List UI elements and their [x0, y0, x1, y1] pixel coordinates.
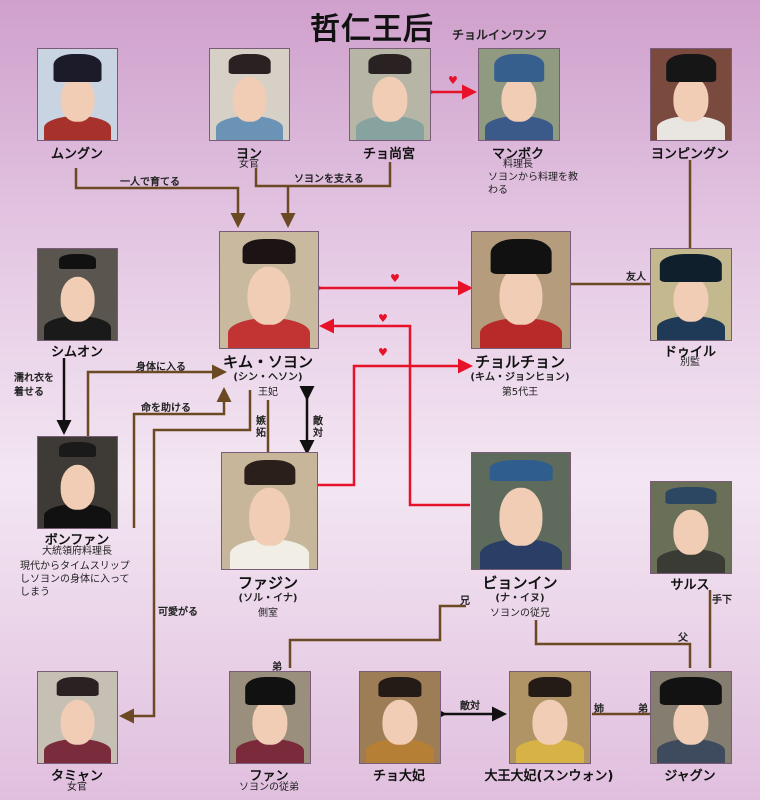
portrait-jagun	[650, 671, 732, 764]
label-save-life: 命を助ける	[141, 403, 191, 414]
role-fan: ソヨンの従弟	[239, 782, 299, 793]
name-sunwon: 大王大妃(スンウォン)	[484, 769, 614, 784]
portrait-yon	[209, 48, 290, 141]
label-elder-brother: 兄	[460, 596, 470, 607]
portrait-mungun	[37, 48, 118, 141]
name-sarusu: サルス	[670, 578, 710, 593]
name-cheoljong: チョルチョン	[474, 353, 565, 371]
portrait-tamyan	[37, 671, 118, 764]
actor-cheoljong: (キム・ジョンヒョン)	[470, 372, 570, 383]
label-father: 父	[678, 633, 688, 644]
name-simon: シムオン	[50, 345, 103, 360]
note-manbok: ソヨンから料理を教わる	[488, 172, 578, 196]
line-hwajin-cheoljong	[316, 358, 473, 487]
name-byongin: ビョンイン	[482, 574, 558, 592]
label-friend: 友人	[626, 272, 646, 283]
heart-icon: ♥	[390, 272, 400, 285]
portrait-cho-daebi	[359, 671, 441, 764]
name-tamyan: タミャン	[50, 769, 103, 784]
name-yon: ヨン	[235, 147, 262, 162]
name-bonghwan: ボンファン	[44, 533, 110, 548]
name-manbok: マンボク	[491, 147, 544, 162]
portrait-manbok	[478, 48, 560, 141]
line-brother	[288, 604, 466, 668]
actor-byongin: (ナ・イヌ)	[495, 593, 545, 604]
label-enter-body: 身体に入る	[136, 362, 186, 373]
line-raise	[74, 168, 246, 228]
label-cute: 可愛がる	[158, 607, 198, 618]
role-cheoljong: 第5代王	[501, 387, 539, 398]
role-hwajin: 側室	[258, 608, 278, 619]
name-cho-sanggung: チョ尚宮	[362, 147, 415, 162]
label-sister: 姉	[594, 704, 604, 715]
role-soyong: 王妃	[258, 387, 278, 398]
heart-icon: ♥	[378, 346, 388, 359]
name-cho-daebi: チョ大妃	[372, 769, 425, 784]
line-cute	[119, 390, 252, 724]
line-support	[254, 162, 392, 188]
portrait-bonghwan	[37, 436, 118, 529]
name-yonpyong: ヨンピングン	[650, 147, 729, 162]
label-raise: 一人で育てる	[120, 177, 180, 188]
portrait-sunwon	[509, 671, 591, 764]
page-title: 哲仁王后	[310, 12, 434, 47]
portrait-cho-sanggung	[349, 48, 431, 141]
portrait-sarusu	[650, 481, 732, 574]
label-wet-clothes: 濡れ衣を着せる	[14, 373, 54, 398]
label-subordinate: 手下	[712, 595, 732, 606]
portrait-byongin	[471, 452, 571, 570]
portrait-yonpyong	[650, 48, 732, 141]
role-tamyan: 女官	[67, 782, 87, 793]
name-mungun: ムングン	[50, 147, 103, 162]
actor-soyong: (シン・ヘソン)	[233, 372, 303, 383]
line-enter-body	[86, 364, 227, 438]
portrait-duil	[650, 248, 732, 341]
heart-icon: ♥	[378, 312, 388, 325]
name-soyong: キム・ソヨン	[222, 353, 313, 371]
portrait-hwajin	[221, 452, 318, 570]
heart-icon: ♥	[448, 74, 458, 87]
portrait-simon	[37, 248, 118, 341]
role-yon: 女官	[239, 159, 259, 170]
name-fan: ファン	[249, 769, 289, 784]
label-hostile: 敵対	[313, 416, 323, 439]
line-save-life	[132, 387, 232, 528]
role-manbok: 料理長	[503, 159, 533, 170]
name-hwajin: ファジン	[237, 574, 298, 592]
role-duil: 別監	[680, 357, 700, 368]
label-jealousy: 嫉妬	[256, 416, 266, 439]
label-younger-brother-fan: 弟	[272, 662, 282, 673]
name-jagun: ジャグン	[664, 769, 716, 784]
title-reading: チョルインワンフ	[452, 28, 548, 42]
portrait-cheoljong	[471, 231, 571, 349]
actor-hwajin: (ソル・イナ)	[238, 593, 298, 604]
portrait-soyong	[219, 231, 319, 349]
name-duil: ドゥイル	[663, 345, 716, 360]
line-byongin-soyong	[319, 318, 470, 507]
role-byongin: ソヨンの従兄	[490, 608, 550, 619]
label-younger-brother-jagun: 弟	[638, 704, 648, 715]
role-bonghwan: 大統領府料理長	[42, 546, 112, 557]
label-hostile-bottom: 敵対	[460, 701, 480, 712]
line-father	[534, 620, 692, 668]
label-support: ソヨンを支える	[294, 174, 364, 185]
note-bonghwan: 現代からタイムスリップしソヨンの身体に入ってしまう	[20, 561, 130, 598]
portrait-fan	[229, 671, 311, 764]
